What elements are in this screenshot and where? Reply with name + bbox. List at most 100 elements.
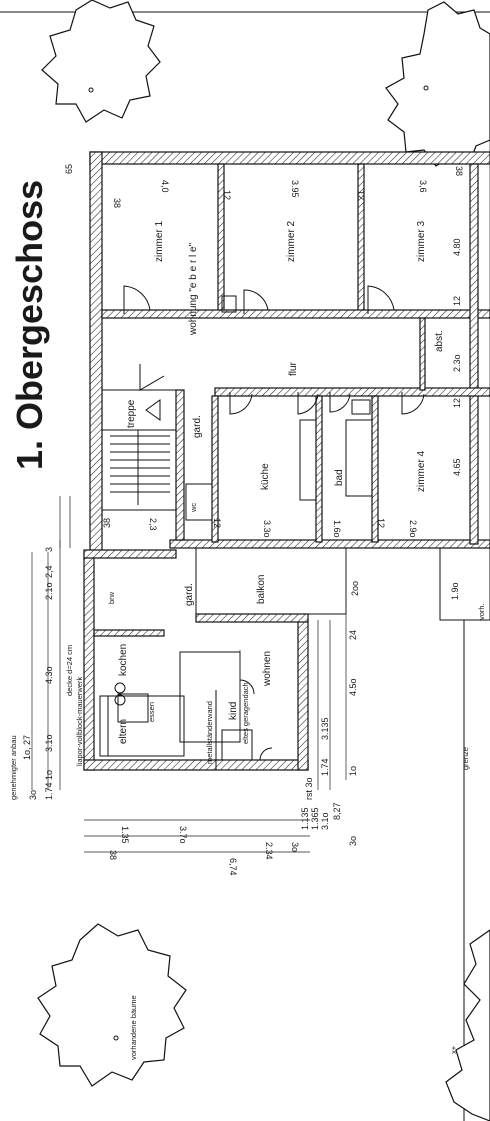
dim-4-30: 4.3o <box>44 666 54 684</box>
stair-arrow <box>145 399 161 421</box>
dim-1-365: 1.365 <box>310 807 320 830</box>
dim-3-6: 3,6 <box>418 180 428 193</box>
stove-2 <box>114 694 126 706</box>
wall-rooms-flur <box>101 309 490 319</box>
dim-1-35: 1.35 <box>120 826 130 844</box>
dim-1-0a: 1o <box>348 766 358 776</box>
dimensions-main: 38 4,0 12 3.95 12 3,6 38 65 4.80 12 2.3o… <box>64 164 464 538</box>
label-flur: flur <box>288 361 299 376</box>
stair-outline <box>101 389 177 511</box>
bed <box>99 695 185 757</box>
dim-2-00: 2oo <box>350 581 360 596</box>
dim-10-27: 1o, 27 <box>22 735 32 760</box>
dim-4-65: 4.65 <box>452 458 462 476</box>
tree-bottom-left <box>37 923 187 1087</box>
anbau-wall-left <box>83 551 95 771</box>
kitchen-counter <box>299 419 317 501</box>
dim-12e: 12 <box>212 518 222 528</box>
vorh-box <box>439 547 490 621</box>
dim-3-0: 3o <box>348 836 358 846</box>
label-decke: decke d=24 cm <box>65 645 74 696</box>
label-abst: abst. <box>434 330 445 352</box>
dim-30: 3o <box>28 790 38 800</box>
dim-2-1: 2.1o <box>44 582 54 600</box>
wall-abst <box>419 317 426 391</box>
dim-12a: 12 <box>222 190 232 200</box>
dim-1-74b: 1.74 <box>44 782 54 800</box>
stove-1 <box>114 682 126 694</box>
tree-bottom-right <box>445 929 490 1121</box>
wall-z3-right <box>469 163 479 545</box>
dim-2-30: 2.3o <box>452 354 462 372</box>
tree-bottom-left-center <box>113 1035 119 1041</box>
dim-38b: 38 <box>454 166 464 176</box>
anbau-wall-kochen <box>93 629 165 637</box>
anbau-wall-bottom <box>83 759 309 771</box>
label-galerie: eltes geragendach <box>241 682 250 744</box>
dim-8-27: 8,27 <box>332 802 342 820</box>
dim-6-74: 6,74 <box>228 858 238 876</box>
tree-top-left <box>41 0 161 123</box>
dining-table <box>117 693 149 723</box>
chimney-box <box>221 295 237 313</box>
outer-wall-left <box>89 151 103 553</box>
rst-30: rst 3o <box>304 777 314 800</box>
dim-3-10: 3.1o <box>320 812 330 830</box>
dim-4-0: 4,0 <box>160 180 170 193</box>
label-balkon: balkon <box>256 575 267 604</box>
label-wc: wc <box>189 503 198 513</box>
label-essen: essen <box>147 702 156 722</box>
dim-24: 24 <box>348 630 358 640</box>
anbau-wall-top-left <box>83 549 177 559</box>
stair-treads <box>102 429 176 505</box>
dim-3-135: 3.135 <box>320 717 330 740</box>
label-zimmer-1: zimmer 1 <box>154 220 165 262</box>
door-anbau-2 <box>259 747 273 761</box>
dim-4-50: 4.5o <box>348 678 358 696</box>
tree-top-right <box>385 1 490 167</box>
anbau-wall-right <box>297 619 309 771</box>
doors <box>123 285 425 415</box>
label-wohnung: wohnung "e b e r l e" <box>188 242 199 336</box>
dim-3-r: 3 <box>44 547 54 552</box>
dim-1-90: 1.9o <box>450 582 460 600</box>
dim-3-3: 3.3o <box>262 520 272 538</box>
dim-12d: 12 <box>452 398 462 408</box>
tree-top-left-center <box>88 87 94 93</box>
label-kochen: kochen <box>118 644 129 676</box>
dim-3-95: 3.95 <box>290 180 300 198</box>
x-mark: x+ <box>449 1045 458 1054</box>
drawing-title: 1. Obergeschoss <box>9 180 50 470</box>
kind-bed <box>221 729 253 761</box>
label-gard-1: gard. <box>192 415 203 438</box>
dim-38d: 38 <box>108 850 118 860</box>
label-anbau: genehmigter anbau <box>9 735 18 800</box>
bath-sink <box>351 399 371 415</box>
bath-tub <box>345 419 373 497</box>
outer-wall-top <box>89 151 490 165</box>
dim-1-0b: 1o <box>44 770 54 780</box>
label-kueche: küche <box>260 463 271 490</box>
label-eltern: eltern <box>118 719 129 744</box>
dim-2-4: 2,4 <box>44 565 54 578</box>
label-bad: bad <box>334 469 345 486</box>
label-treppe: treppe <box>126 399 137 428</box>
label-zimmer-3: zimmer 3 <box>416 220 427 262</box>
dim-1-6: 1.6o <box>332 520 342 538</box>
dim-38c: 38 <box>102 518 112 528</box>
label-mauerwerk: liapor-vollblock-mauerwerk <box>75 677 84 766</box>
tree-top-right-center <box>423 85 429 91</box>
label-zimmer-2: zimmer 2 <box>286 220 297 262</box>
dimension-chains: 2oo 1.9o 24 4.5o 1o 1.74 3.135 8,27 3.1o… <box>22 496 460 876</box>
dim-2-34: 2.34 <box>264 842 274 860</box>
dim-12b: 12 <box>356 190 366 200</box>
label-baeume: vorhandene bäume <box>129 995 138 1060</box>
dim-4-80: 4.80 <box>452 238 462 256</box>
anbau-wall-top-right <box>195 613 309 623</box>
wall-z2-z3 <box>357 163 365 315</box>
wall-flur-bottom <box>214 387 490 397</box>
wall-stair <box>175 389 185 541</box>
dim-12f: 12 <box>376 518 386 528</box>
dim-2-9: 2.9o <box>408 520 418 538</box>
dim-3-0b: 3o <box>290 842 300 852</box>
